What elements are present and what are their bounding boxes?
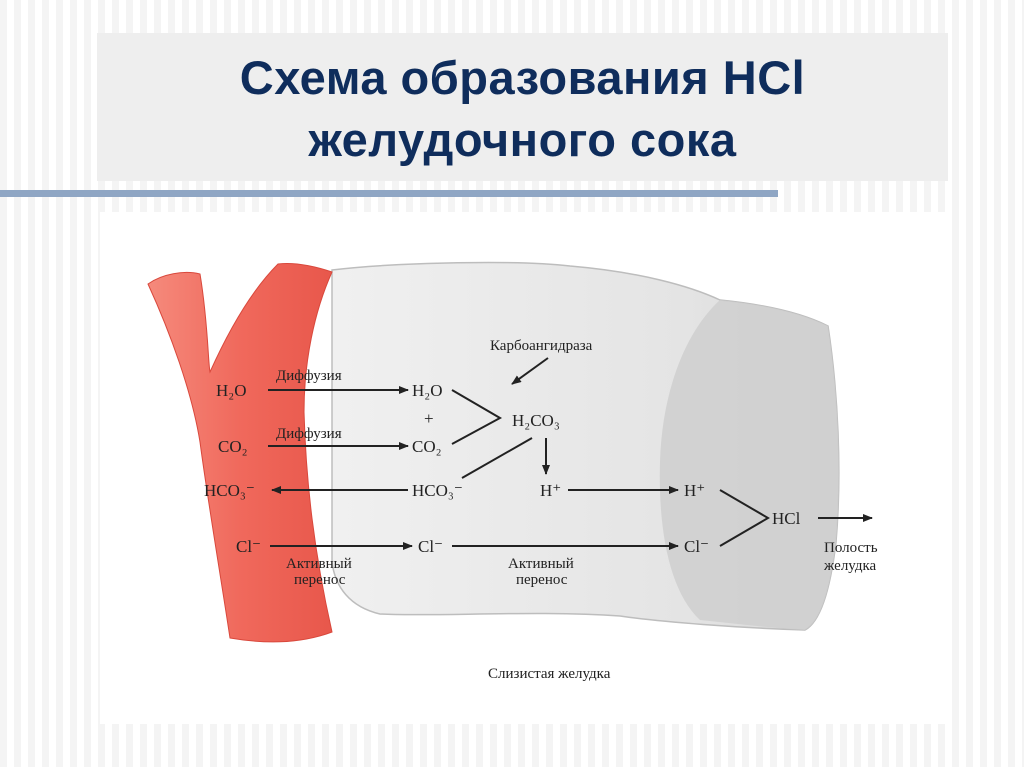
title-line-2: желудочного сока (308, 113, 737, 166)
hco3-blood: HCO₃⁻ (204, 481, 255, 500)
title-line-1: Схема образования HCl (239, 51, 806, 104)
enzyme-arrow (511, 357, 549, 385)
co2-blood: CO₂ (218, 437, 248, 456)
cl-apical: Cl⁻ (684, 537, 709, 556)
active-transport-2-line2: перенос (516, 572, 568, 588)
active-transport-1-line1: Активный (286, 556, 352, 572)
co2-cell: CO₂ (412, 437, 442, 456)
slide-title: Схема образования HCl желудочного сока (97, 47, 948, 171)
h-apical: H⁺ (684, 481, 705, 500)
h2co3: H₂CO₃ (512, 411, 560, 430)
h-cell: H⁺ (540, 481, 561, 500)
hcl: HCl (772, 509, 801, 528)
diffusion-label-2: Диффузия (276, 426, 342, 442)
combine-bracket (451, 389, 503, 445)
mucosa-label: Слизистая желудка (488, 666, 611, 682)
cl-cell: Cl⁻ (418, 537, 443, 556)
active-transport-2-line1: Активный (508, 556, 574, 572)
cl-blood: Cl⁻ (236, 537, 261, 556)
diffusion-label-1: Диффузия (276, 368, 342, 384)
hco3-cell: HCO₃⁻ (412, 481, 463, 500)
hcl-bracket (719, 489, 770, 547)
h2o-blood: H₂O (216, 381, 246, 400)
plus-sign: + (424, 409, 434, 428)
mucosa-apical-region (659, 300, 839, 630)
lumen-label-line2: желудка (823, 558, 877, 574)
active-transport-1-line2: перенос (294, 572, 346, 588)
lumen-label-line1: Полость (824, 540, 878, 556)
blood-vessel (147, 263, 333, 643)
title-divider (0, 190, 778, 197)
title-box: Схема образования HCl желудочного сока (97, 33, 948, 181)
h2o-cell: H₂O (412, 381, 442, 400)
h2co3-to-hco3-line (461, 437, 533, 479)
diagram-panel: Карбоангидраза H₂O Диффузия H₂O + CO₂ Ди… (100, 212, 948, 724)
enzyme-label: Карбоангидраза (490, 338, 593, 354)
hcl-diagram: Карбоангидраза H₂O Диффузия H₂O + CO₂ Ди… (147, 261, 878, 682)
